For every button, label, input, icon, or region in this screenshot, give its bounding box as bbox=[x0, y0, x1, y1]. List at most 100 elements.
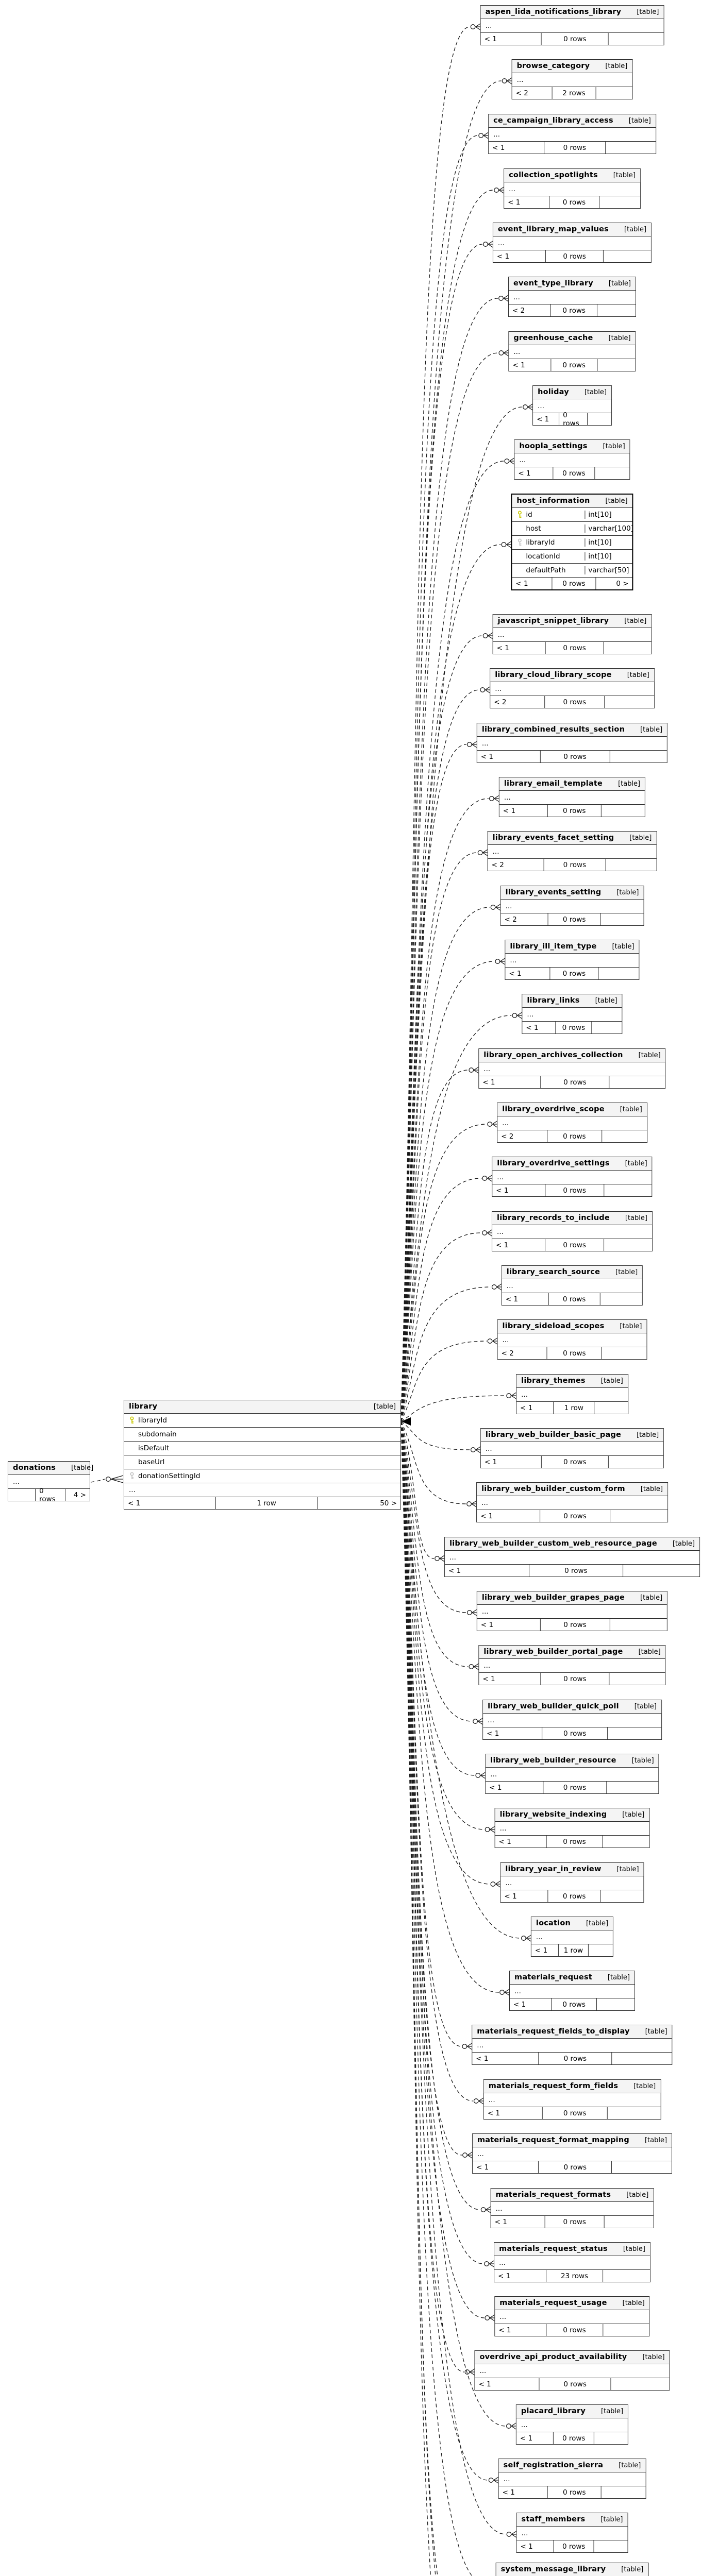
table-box-library_web_builder_custom_form[interactable]: library_web_builder_custom_form[table]..… bbox=[476, 1482, 668, 1522]
column-row: donationSettingId bbox=[124, 1469, 400, 1483]
ellipsis-text: ... bbox=[499, 2313, 507, 2321]
ellipsis-text: ... bbox=[483, 1662, 491, 1670]
table-header: collection_spotlights[table] bbox=[504, 169, 640, 182]
ellipsis-text: ... bbox=[516, 76, 524, 84]
table-type-label: [table] bbox=[638, 1648, 661, 1656]
table-header: javascript_snippet_library[table] bbox=[493, 615, 652, 628]
table-header: library_open_archives_collection[table] bbox=[479, 1049, 665, 1062]
elided-columns-row: ... bbox=[495, 1822, 649, 1836]
table-box-materials_request_format_mapping[interactable]: materials_request_format_mapping[table].… bbox=[472, 2133, 673, 2174]
table-header: library_themes[table] bbox=[516, 1375, 628, 1388]
table-box-library_web_builder_basic_page[interactable]: library_web_builder_basic_page[table]...… bbox=[480, 1428, 664, 1468]
table-header: library_overdrive_settings[table] bbox=[492, 1157, 652, 1171]
table-name: hoopla_settings bbox=[519, 442, 588, 450]
table-box-library_web_builder_portal_page[interactable]: library_web_builder_portal_page[table]..… bbox=[478, 1645, 666, 1685]
table-box-library_open_archives_collection[interactable]: library_open_archives_collection[table].… bbox=[478, 1048, 666, 1089]
table-box-library_combined_results_section[interactable]: library_combined_results_section[table].… bbox=[476, 723, 668, 763]
table-header: library_email_template[table] bbox=[499, 777, 645, 791]
footer-parents-count: < 1 bbox=[492, 143, 505, 152]
table-type-label: [table] bbox=[615, 1268, 638, 1276]
elided-columns-row: ... bbox=[489, 128, 656, 142]
table-type-label: [table] bbox=[624, 617, 647, 625]
table-box-aspen_lida_notifications_library[interactable]: aspen_lida_notifications_library[table].… bbox=[480, 5, 664, 45]
table-name: library_open_archives_collection bbox=[483, 1051, 623, 1059]
footer-row-count: 0 rows bbox=[549, 196, 599, 208]
table-header: library_overdrive_scope[table] bbox=[497, 1103, 647, 1116]
table-box-overdrive_api_product_availability[interactable]: overdrive_api_product_availability[table… bbox=[474, 2350, 670, 2391]
table-name: materials_request_usage bbox=[499, 2299, 607, 2307]
footer-children-count bbox=[612, 2161, 672, 2173]
table-header: library_web_builder_portal_page[table] bbox=[479, 1646, 665, 1659]
elided-columns-row: ... bbox=[492, 1171, 652, 1184]
footer-row-count: 0 rows bbox=[546, 1130, 602, 1142]
table-header: host_information[table] bbox=[512, 495, 632, 508]
footer-parents-count: < 1 bbox=[494, 2217, 507, 2226]
ellipsis-text: ... bbox=[509, 185, 515, 193]
column-type: varchar[50] bbox=[585, 566, 632, 574]
table-type-label: [table] bbox=[605, 497, 628, 505]
table-box-materials_request_form_fields[interactable]: materials_request_form_fields[table]...<… bbox=[483, 2079, 661, 2120]
table-box-library_events_facet_setting[interactable]: library_events_facet_setting[table]...< … bbox=[487, 831, 657, 871]
footer-row-count: 0 rows bbox=[553, 2540, 594, 2552]
table-name: holiday bbox=[538, 388, 569, 396]
column-name-cell: defaultPath bbox=[512, 566, 585, 574]
footer-parents-count: < 1 bbox=[482, 1078, 495, 1087]
elided-columns-row: ... bbox=[497, 1116, 647, 1130]
table-header: browse_category[table] bbox=[512, 60, 632, 73]
elided-columns-row: ... bbox=[516, 2527, 628, 2540]
footer-row-count: 0 rows bbox=[544, 2216, 605, 2228]
footer-children-count bbox=[602, 1130, 647, 1142]
table-box-donations[interactable]: donations [table] ... 0 rows 4 > bbox=[8, 1461, 93, 1503]
table-box-library_web_builder_resource[interactable]: library_web_builder_resource[table]...< … bbox=[485, 1754, 659, 1794]
ellipsis-text: ... bbox=[502, 1336, 509, 1344]
table-box-library_web_builder_custom_web_resource_page[interactable]: library_web_builder_custom_web_resource_… bbox=[444, 1537, 700, 1577]
table-type-label: [table] bbox=[605, 62, 628, 70]
footer-children-count bbox=[607, 1782, 659, 1793]
table-box-library_web_builder_quick_poll[interactable]: library_web_builder_quick_poll[table]...… bbox=[482, 1700, 662, 1740]
footer-children-count bbox=[596, 87, 632, 99]
primary-key-icon bbox=[129, 1416, 138, 1425]
table-box-library_cloud_library_scope[interactable]: library_cloud_library_scope[table]...< 2… bbox=[490, 668, 655, 708]
table-box-library_web_builder_grapes_page[interactable]: library_web_builder_grapes_page[table]..… bbox=[476, 1591, 668, 1631]
ellipsis-text: ... bbox=[497, 1228, 504, 1236]
table-box-system_message_library[interactable]: system_message_library[table]...< 10 row… bbox=[495, 2563, 649, 2576]
table-box-materials_request_fields_to_display[interactable]: materials_request_fields_to_display[tabl… bbox=[472, 2025, 673, 2065]
column-name: isDefault bbox=[138, 1444, 170, 1452]
